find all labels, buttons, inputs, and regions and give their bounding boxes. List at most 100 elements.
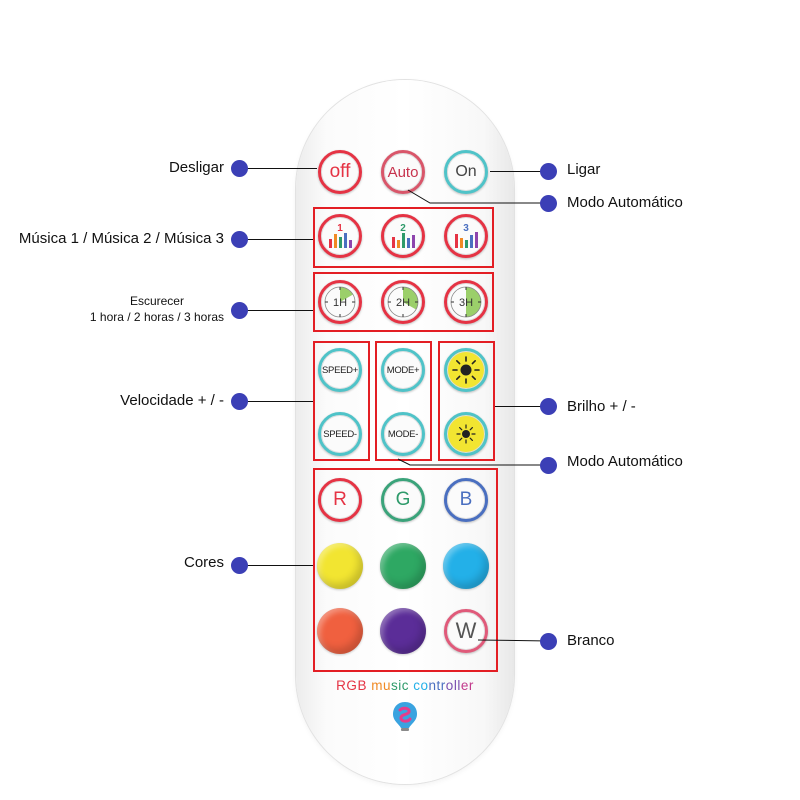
music-group-box [313,207,494,268]
brand-char: c [413,678,421,693]
musica-label: Música 1 / Música 2 / Música 3 [18,230,224,247]
white-button[interactable]: W [444,609,488,653]
off-button[interactable]: off [318,150,362,194]
desligar-marker [231,160,248,177]
brand-label: RGB music controller [336,678,474,693]
equalizer-icon: 3 [455,223,478,248]
blue-label: B [459,489,473,510]
velocidade-marker [231,393,248,410]
red-label: R [333,489,347,510]
brilho-marker [540,398,557,415]
velocidade-label: Velocidade + / - [120,392,224,409]
brand-char: R [336,678,347,693]
modo-automatico-2-label: Modo Automático [567,453,683,470]
timer-group-box [313,272,494,332]
ligar-line [490,171,548,172]
branco-marker [540,633,557,650]
cyan-color-button[interactable] [443,543,489,589]
green-button[interactable]: G [381,478,425,522]
brand-char: c [401,678,409,693]
escurecer-line [247,310,313,311]
brand-char: r [440,678,446,693]
mode-group-box [375,341,432,461]
red-button[interactable]: R [318,478,362,522]
blue-button[interactable]: B [444,478,488,522]
purple-color-button[interactable] [380,608,426,654]
logo-icon [393,702,417,731]
escurecer-title: Escurecer [129,294,184,308]
modo-automatico-1-label: Modo Automático [567,194,683,211]
speed-minus-label: SPEED- [323,428,357,440]
brand-char: n [428,678,437,693]
brand-char: o [420,678,429,693]
music-2-number: 2 [400,223,406,234]
timer-3h-label: 3H [459,297,473,309]
musica-line [247,239,313,240]
sun-icon [452,356,480,384]
music-1-button[interactable]: 1 [318,214,362,258]
clock-icon: 1H [324,286,356,318]
mode-plus-button[interactable]: MODE+ [381,348,425,392]
remote-control: off Auto On 1 2 3 [296,80,514,784]
brand-char: o [445,678,454,693]
mode-minus-button[interactable]: MODE- [381,412,425,456]
musica-marker [231,231,248,248]
branco-label: Branco [567,632,615,649]
green-label: G [395,489,411,510]
brand-text: RGB music controller [296,678,514,693]
speed-minus-button[interactable]: SPEED- [318,412,362,456]
brand-char: l [453,678,458,693]
brand-char: l [457,678,461,693]
modo-automatico-2-marker [540,457,557,474]
brightness-group-box [438,341,495,461]
brand-char: u [382,678,391,693]
mode-minus-label: MODE- [387,428,419,440]
music-2-button[interactable]: 2 [381,214,425,258]
brand-char: e [460,678,469,693]
on-label: On [455,163,477,180]
modo-automatico-1-marker [540,195,557,212]
auto-button[interactable]: Auto [381,150,425,194]
green-color-button[interactable] [380,543,426,589]
brand-char: i [398,678,402,693]
escurecer-label: Escurecer 1 hora / 2 horas / 3 horas [90,293,224,325]
music-3-button[interactable]: 3 [444,214,488,258]
desligar-line [247,168,317,169]
cores-label: Cores [183,554,224,571]
brilho-label: Brilho + / - [567,398,636,415]
speed-group-box [313,341,370,461]
music-3-number: 3 [463,223,469,234]
brilho-line [495,406,548,407]
equalizer-icon: 1 [329,223,352,248]
brightness-plus-button[interactable] [444,348,488,392]
ligar-marker [540,163,557,180]
speed-plus-label: SPEED+ [322,364,358,376]
auto-label: Auto [387,163,419,181]
escurecer-subtitle: 1 hora / 2 horas / 3 horas [89,310,224,324]
timer-1h-button[interactable]: 1H [318,280,362,324]
cores-line [247,565,313,566]
white-label: W [455,618,477,643]
speed-plus-button[interactable]: SPEED+ [318,348,362,392]
velocidade-line [247,401,313,402]
yellow-color-button[interactable] [317,543,363,589]
mode-plus-label: MODE+ [386,364,420,376]
orange-color-button[interactable] [317,608,363,654]
brand-char: G [346,678,358,693]
escurecer-marker [231,302,248,319]
brightness-minus-button[interactable] [444,412,488,456]
clock-icon: 3H [450,286,482,318]
off-label: off [329,161,351,182]
brand-char: s [390,678,399,693]
desligar-label: Desligar [168,159,224,176]
timer-2h-button[interactable]: 2H [381,280,425,324]
ligar-label: Ligar [567,161,601,178]
timer-2h-label: 2H [396,297,410,309]
music-1-number: 1 [337,223,343,234]
brand-char: r [468,678,474,693]
timer-1h-label: 1H [333,297,347,309]
on-button[interactable]: On [444,150,488,194]
cores-marker [231,557,248,574]
timer-3h-button[interactable]: 3H [444,280,488,324]
